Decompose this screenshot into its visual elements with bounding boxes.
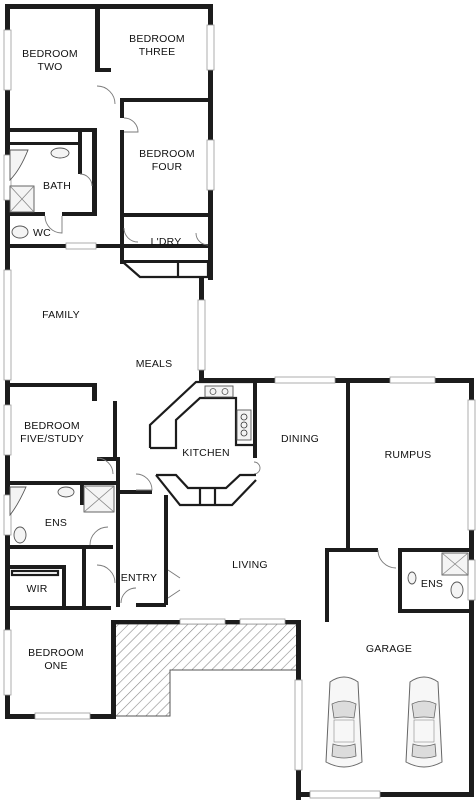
label-garage: GARAGE <box>366 643 412 655</box>
outer-walls <box>5 4 474 800</box>
porch-area <box>113 623 299 717</box>
sink-icon <box>204 385 234 398</box>
label-wc: WC <box>33 227 51 239</box>
bath-fixtures <box>9 147 70 239</box>
label-laundry: L'DRY <box>151 236 182 248</box>
interior-walls <box>5 4 474 622</box>
label-bath: BATH <box>43 180 71 192</box>
toilet-icon <box>13 526 464 599</box>
wir-shelf <box>10 569 60 577</box>
shower-icon <box>83 485 115 513</box>
cooktop-icon <box>236 409 252 441</box>
label-kitchen: KITCHEN <box>182 447 230 459</box>
kitchen-benches <box>148 380 257 507</box>
label-family: FAMILY <box>42 309 80 321</box>
label-rumpus: RUMPUS <box>385 449 432 461</box>
label-entry: ENTRY <box>121 572 157 584</box>
basin-icon <box>9 486 469 576</box>
doors <box>44 85 397 604</box>
label-wir: WIR <box>26 583 47 595</box>
windows <box>3 24 476 799</box>
car-icon <box>325 676 443 768</box>
label-living: LIVING <box>232 559 268 571</box>
label-ens-main: ENS <box>45 517 67 529</box>
label-dining: DINING <box>281 433 319 445</box>
laundry-cabinets <box>123 262 210 279</box>
label-meals: MEALS <box>136 358 173 370</box>
label-ens-garage: ENS <box>421 578 443 590</box>
